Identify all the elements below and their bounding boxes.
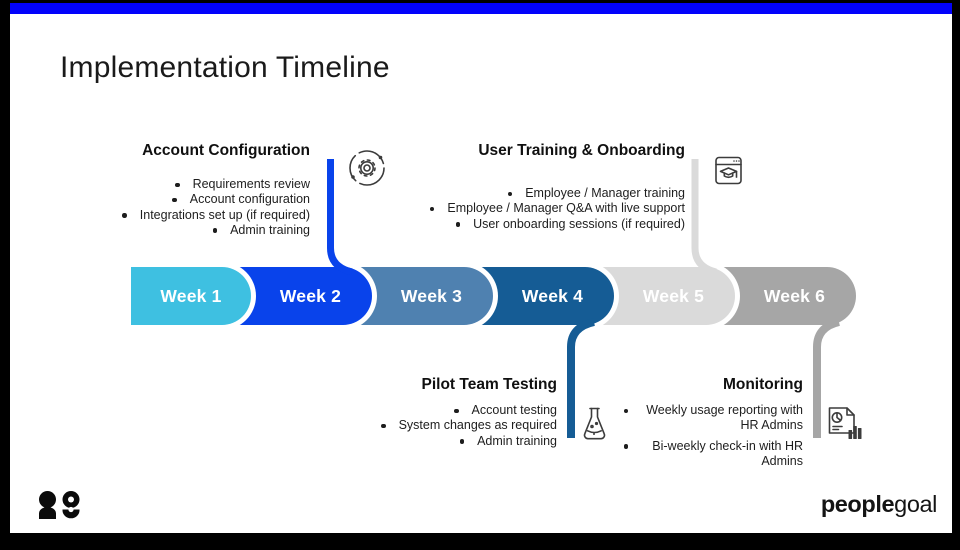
callout-title: User Training & Onboarding [478, 142, 685, 159]
list-item: Admin training [317, 434, 557, 449]
bullet-dot [429, 206, 435, 212]
list-item: Bi-weekly check-in with HR Admins [593, 439, 803, 470]
list-item: Requirements review [30, 177, 310, 192]
list-item: Integrations set up (if required) [30, 208, 310, 223]
list-item: Admin training [30, 223, 310, 238]
callout-title: Account Configuration [142, 142, 310, 159]
list-item: Account configuration [30, 192, 310, 207]
callout-list: Employee / Manager training Employee / M… [355, 186, 685, 232]
bullet-dot [172, 197, 177, 203]
bullet-dot [175, 182, 180, 187]
timeline-week-6: Week 6 [707, 267, 856, 325]
wordmark-bold: people [820, 491, 895, 517]
bullet-dot [212, 228, 218, 233]
list-item: Account testing [317, 403, 557, 418]
peoplegoal-logo-mark [38, 491, 83, 519]
week-label: Week 2 [279, 285, 342, 306]
callout-user-training-onboarding: User Training & Onboarding Employee / Ma… [355, 141, 685, 232]
page-title: Implementation Timeline [60, 51, 390, 84]
callout-list: Account testing System changes as requir… [317, 403, 557, 449]
callout-list: Weekly usage reporting with HR Admins Bi… [593, 403, 803, 469]
connector-training-to-week5 [691, 159, 717, 276]
list-item: Employee / Manager Q&A with live support [355, 201, 685, 216]
list-item: Employee / Manager training [355, 186, 685, 201]
peoplegoal-wordmark: peoplegoal [820, 491, 938, 518]
callout-title: Monitoring [722, 376, 803, 393]
week-label: Week 3 [400, 285, 463, 306]
callout-pilot-team-testing: Pilot Team Testing Account testing Syste… [317, 375, 557, 449]
callout-list: Requirements review Account configuratio… [30, 177, 310, 238]
bullet-dot [455, 222, 461, 227]
settings-gear-icon [347, 148, 387, 188]
week-label: Week 5 [642, 285, 705, 306]
top-accent-bar [10, 3, 952, 14]
bullet-dot [623, 444, 628, 449]
usage-report-icon [826, 406, 864, 441]
bullet-dot [623, 408, 628, 413]
week-label: Week 1 [160, 285, 222, 306]
online-training-icon [715, 156, 742, 185]
slide: Implementation Timeline Account Configur… [10, 14, 952, 533]
wordmark-regular: goal [894, 491, 937, 517]
callout-title: Pilot Team Testing [421, 376, 558, 393]
week-label: Week 4 [521, 285, 584, 306]
list-item: Weekly usage reporting with HR Admins [593, 403, 803, 434]
callout-monitoring: Monitoring Weekly usage reporting with H… [593, 375, 803, 469]
bullet-dot [381, 423, 386, 429]
list-item: System changes as required [317, 418, 557, 433]
timeline-week-1: Week 1 [131, 267, 251, 325]
flask-icon [580, 406, 609, 442]
bullet-dot [459, 439, 465, 444]
timeline: Week 1 Week 2 Week 3 Week 4 Week 5 Week … [131, 267, 856, 325]
bullet-dot [122, 213, 127, 218]
bullet-dot [507, 191, 513, 196]
list-item: User onboarding sessions (if required) [355, 217, 685, 232]
bullet-dot [454, 408, 459, 413]
week-label: Week 6 [763, 285, 826, 306]
callout-account-configuration: Account Configuration Requirements revie… [30, 141, 310, 238]
